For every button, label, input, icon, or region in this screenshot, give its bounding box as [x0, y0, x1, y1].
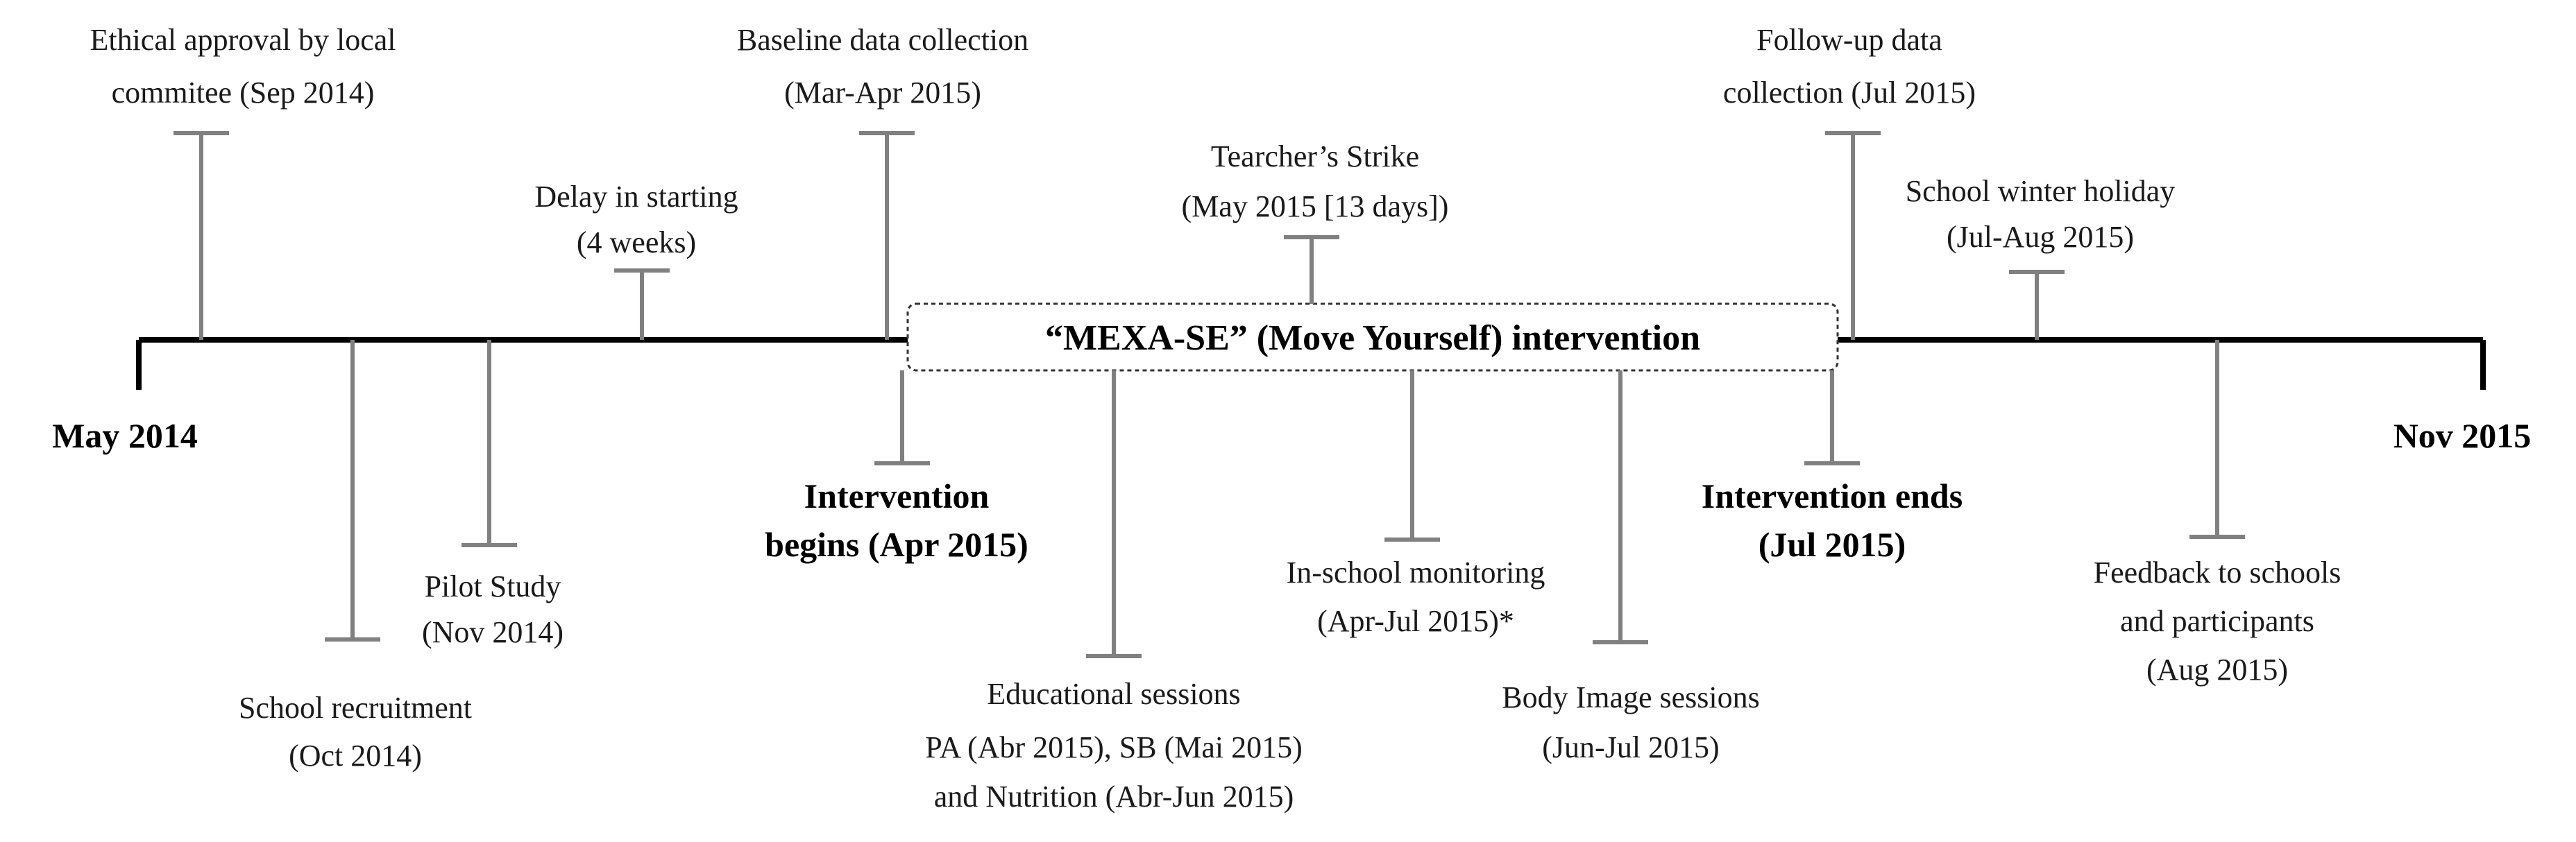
event-label-line: In-school monitoring	[1287, 556, 1545, 590]
event-school-recruitment: School recruitment (Oct 2014)	[239, 340, 472, 773]
event-label-line: Tearcher’s Strike	[1211, 139, 1419, 173]
event-label-line: PA (Abr 2015), SB (Mai 2015)	[925, 730, 1303, 764]
event-label-line: Intervention	[804, 476, 990, 515]
event-label-line: (Jul-Aug 2015)	[1947, 220, 2134, 254]
event-delay: Delay in starting (4 weeks)	[534, 180, 738, 340]
event-label-line: (Apr-Jul 2015)*	[1317, 604, 1514, 638]
event-label-line: Follow-up data	[1756, 23, 1942, 57]
event-label-line: Pilot Study	[425, 569, 561, 603]
event-label-line: Baseline data collection	[737, 23, 1028, 57]
event-label-line: Ethical approval by local	[90, 23, 396, 57]
event-baseline: Baseline data collection (Mar-Apr 2015)	[737, 23, 1028, 340]
end-date-label: Nov 2015	[2393, 416, 2532, 455]
event-pilot-study: Pilot Study (Nov 2014)	[422, 340, 564, 649]
event-label-line: Intervention ends	[1702, 476, 1963, 515]
event-label-line: (Oct 2014)	[289, 739, 422, 773]
event-label-line: (Mar-Apr 2015)	[784, 76, 981, 110]
event-label-line: and Nutrition (Abr-Jun 2015)	[934, 780, 1294, 814]
event-in-school-monitoring: In-school monitoring (Apr-Jul 2015)*	[1287, 370, 1545, 638]
event-label-line: School recruitment	[239, 691, 472, 725]
intervention-box	[906, 302, 1839, 372]
event-label-line: (Jul 2015)	[1759, 525, 1906, 564]
event-label-line: (Nov 2014)	[422, 615, 564, 649]
event-feedback: Feedback to schools and participants (Au…	[2094, 340, 2341, 687]
event-label-line: (Jun-Jul 2015)	[1542, 730, 1719, 764]
event-intervention-ends: Intervention ends (Jul 2015)	[1702, 370, 1963, 564]
event-teachers-strike: Tearcher’s Strike (May 2015 [13 days])	[1182, 139, 1449, 304]
event-winter-holiday: School winter holiday (Jul-Aug 2015)	[1906, 174, 2176, 340]
event-label-line: Feedback to schools	[2094, 556, 2341, 590]
event-label-line: collection (Jul 2015)	[1723, 76, 1976, 110]
event-label-line: commitee (Sep 2014)	[112, 76, 375, 110]
event-body-image-sessions: Body Image sessions (Jun-Jul 2015)	[1502, 370, 1760, 764]
event-label-line: Body Image sessions	[1502, 680, 1760, 714]
event-educational-sessions: Educational sessions PA (Abr 2015), SB (…	[925, 370, 1303, 814]
event-label-line: (4 weeks)	[577, 225, 696, 259]
event-intervention-begins: Intervention begins (Apr 2015)	[765, 370, 1028, 564]
event-label-line: Educational sessions	[987, 677, 1240, 711]
event-label-line: School winter holiday	[1906, 174, 2176, 208]
intervention-box-label: “MEXA-SE” (Move Yourself) intervention	[1045, 318, 1700, 358]
start-date-label: May 2014	[52, 416, 198, 455]
event-follow-up: Follow-up data collection (Jul 2015)	[1723, 23, 1976, 340]
event-label-line: and participants	[2120, 604, 2314, 638]
event-label-line: begins (Apr 2015)	[765, 525, 1028, 564]
event-label-line: (May 2015 [13 days])	[1182, 189, 1449, 223]
event-ethical-approval: Ethical approval by local commitee (Sep …	[90, 23, 396, 340]
event-label-line: Delay in starting	[534, 180, 738, 214]
event-label-line: (Aug 2015)	[2146, 653, 2288, 687]
